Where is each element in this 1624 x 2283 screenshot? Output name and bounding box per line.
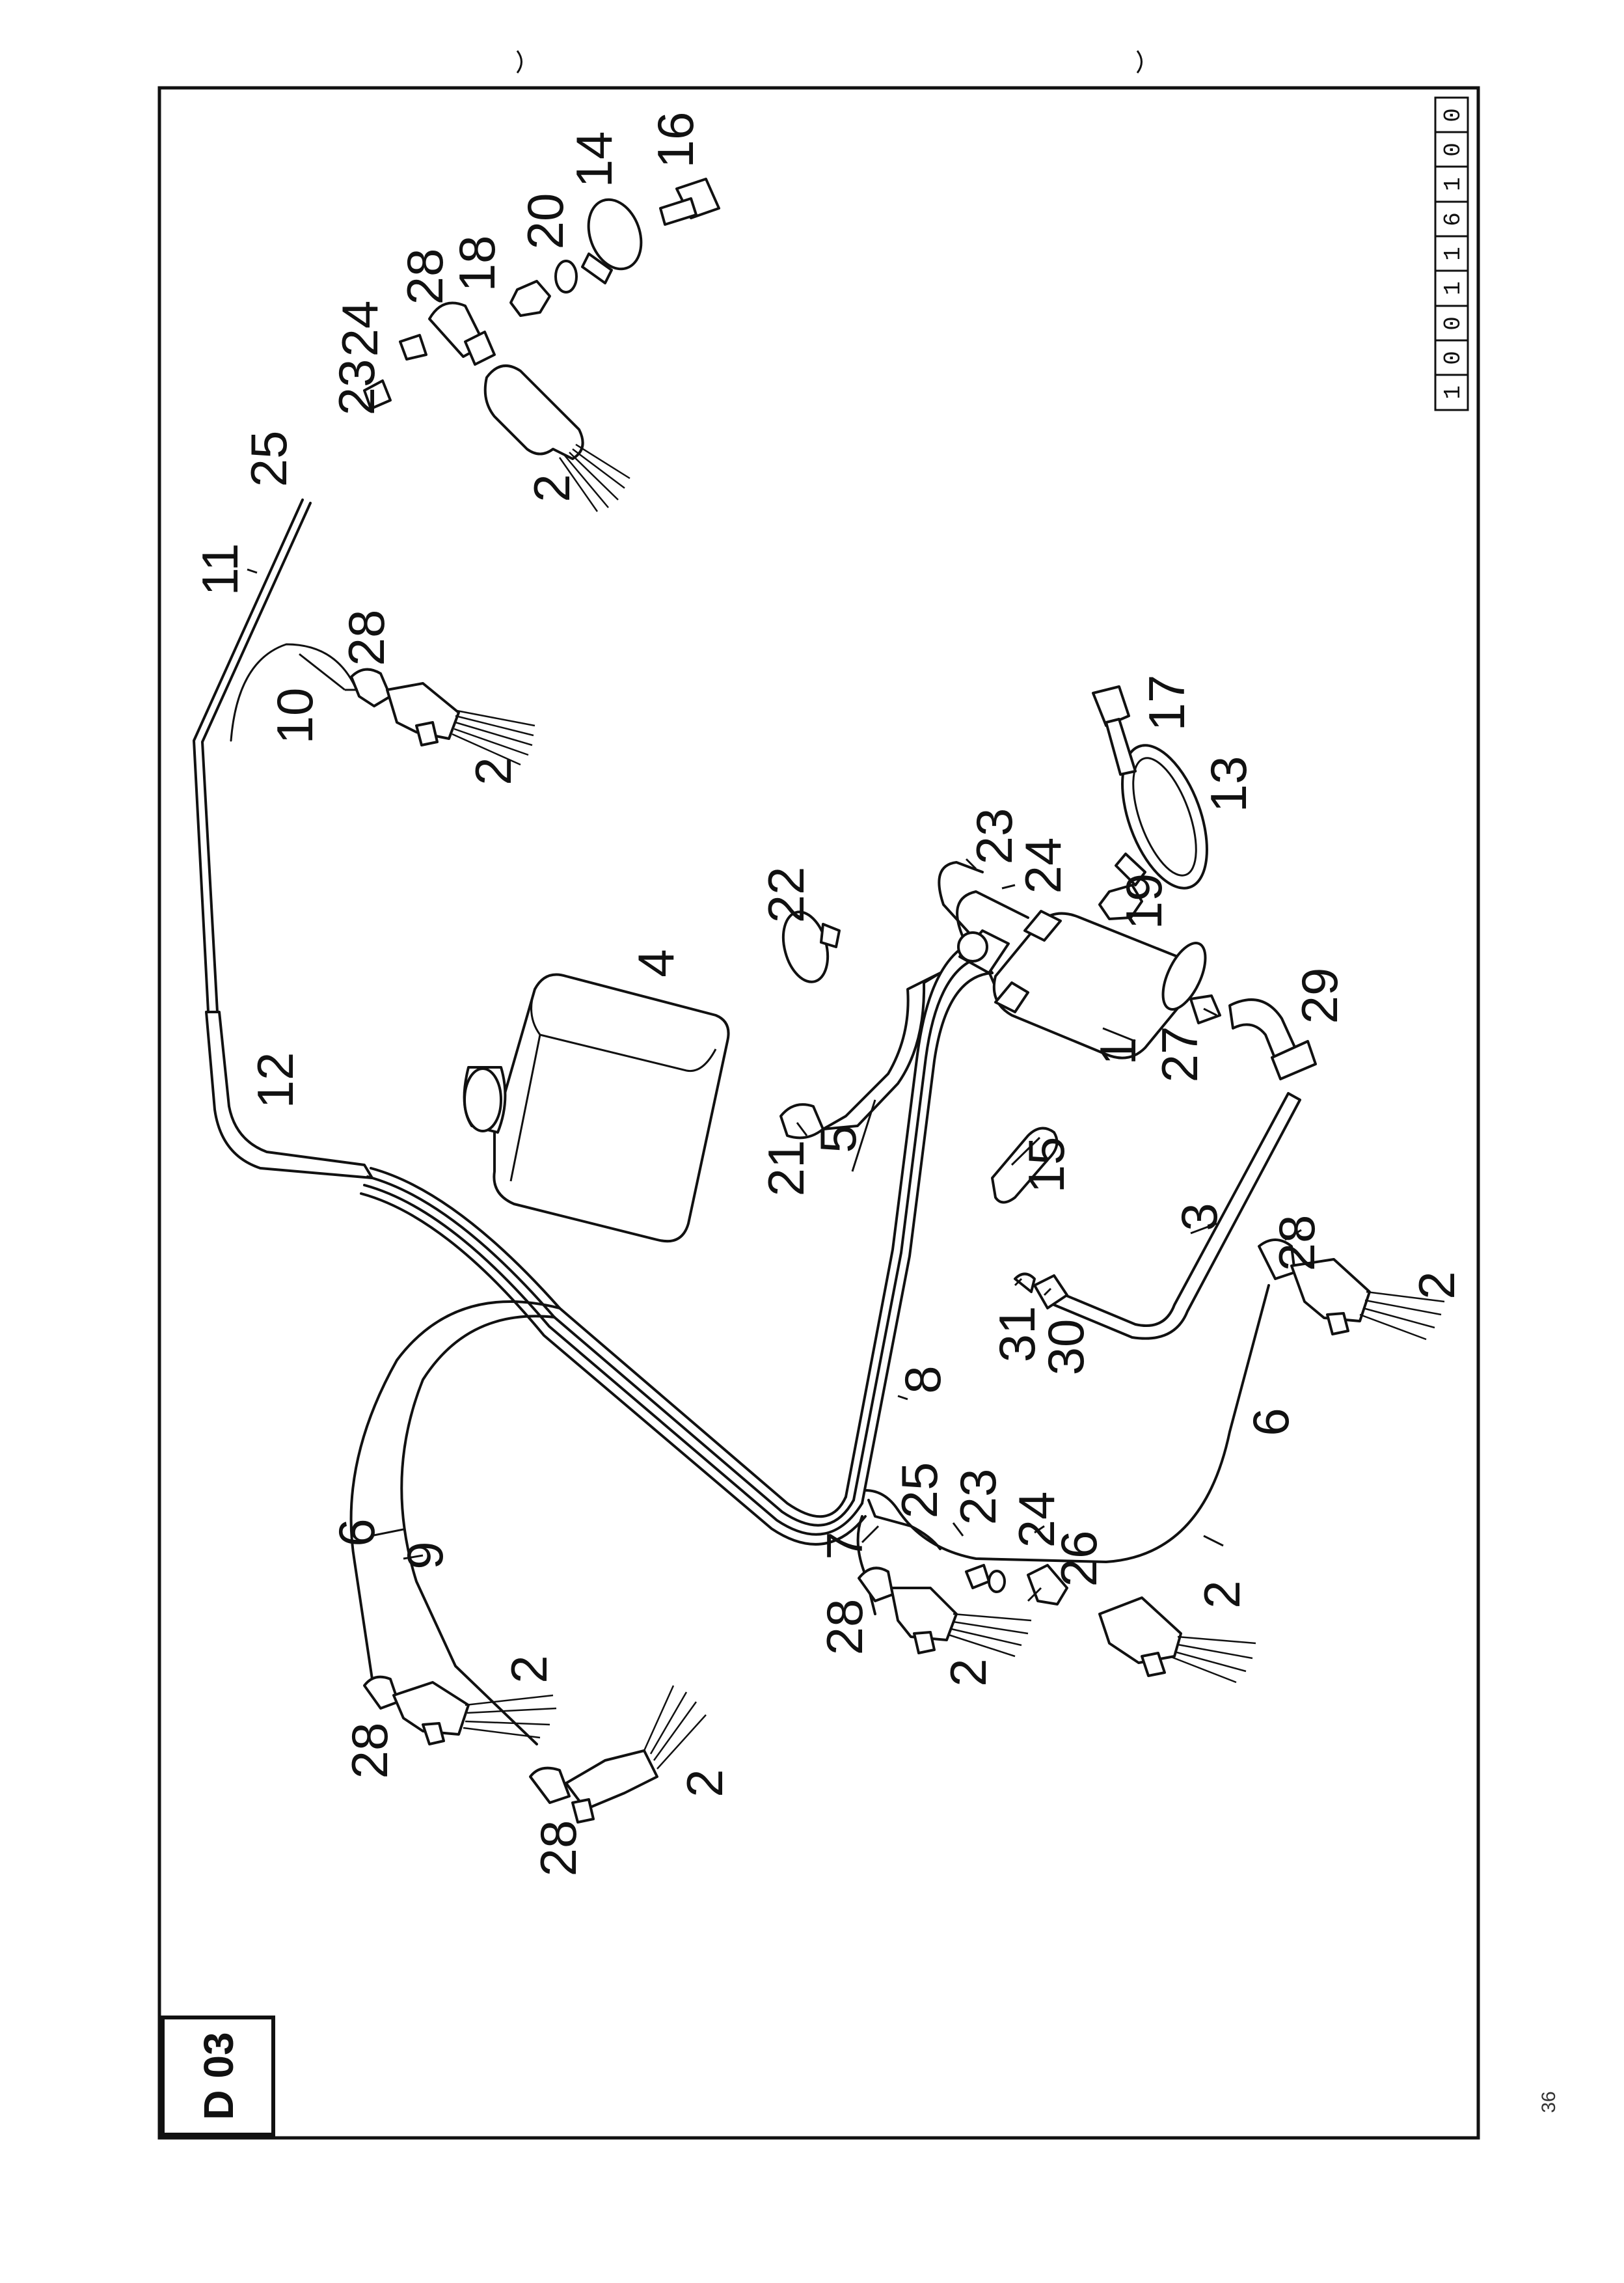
callout-2: 2 [940,1658,997,1686]
callout-23: 23 [949,1469,1007,1525]
diagram-frame [157,86,1480,2140]
clip-15 [991,1127,1059,1204]
callout-24: 24 [1008,1492,1065,1548]
hose-3 [1053,1092,1301,1340]
callout-18: 18 [448,236,506,292]
nozzle-right [1258,1238,1445,1341]
nozzle-lower-center [965,1564,1256,1684]
clamp-13 [1115,744,1208,890]
callout-1: 1 [1089,1037,1146,1065]
callout-28: 28 [816,1599,873,1656]
callout-10: 10 [266,688,323,745]
section-label-box: D 03 [161,2016,275,2137]
catalogue-digit: 0 [1440,316,1467,331]
bolt-16 [659,178,720,226]
callout-23: 23 [966,808,1023,865]
nut-18 [509,280,551,317]
callout-23: 23 [328,359,385,416]
callout-11: 11 [191,543,249,596]
callout-28: 28 [530,1820,587,1877]
callout-2: 2 [1408,1271,1465,1299]
callout-6: 6 [1242,1408,1299,1436]
callout-30: 30 [1037,1319,1094,1376]
callout-19: 19 [1115,873,1172,930]
callout-27: 27 [1151,1026,1208,1083]
elbow-29 [1228,998,1317,1080]
nozzle-top [483,364,630,512]
clamp-14 [581,198,643,284]
catalogue-digit: 0 [1440,351,1467,365]
fitting-30 [1014,1272,1068,1309]
nozzle-lower-left-b [529,1685,707,1824]
hose-6 [349,1300,561,1693]
callout-2: 2 [465,757,522,785]
catalogue-digit: 1 [1440,177,1467,191]
hose-25-lower [867,1499,941,1550]
callout-9: 9 [396,1541,453,1569]
callout-21: 21 [757,1140,815,1197]
callout-7: 7 [816,1531,873,1559]
callout-13: 13 [1200,756,1257,813]
nozzle-lower-left-a [363,1675,557,1745]
catalogue-digit: 0 [1440,143,1467,157]
hose-6-lower [864,1284,1270,1563]
nozzle-center-bottom [858,1566,1032,1658]
catalogue-digit: 0 [1440,108,1467,122]
reservoir [463,973,730,1243]
callout-16: 16 [647,112,704,169]
callout-28: 28 [1268,1215,1325,1272]
catalogue-number: 1 0 0 1 1 6 1 0 0 [1434,96,1469,411]
callout-3: 3 [1171,1203,1228,1231]
hose-5 [822,972,941,1130]
catalogue-digit: 1 [1440,281,1467,295]
callout-28: 28 [396,249,453,305]
clip-21 [779,1103,824,1140]
hose-bundle-main [360,1167,867,1546]
callout-25: 25 [891,1462,948,1519]
callout-2: 2 [676,1769,733,1797]
callout-5: 5 [809,1125,867,1153]
catalogue-digit: 1 [1440,247,1467,261]
callout-24: 24 [1014,838,1072,894]
callout-17: 17 [1138,675,1195,731]
margin-mark [516,50,522,74]
callout-8: 8 [894,1365,951,1393]
callout-24: 24 [331,301,388,357]
callout-22: 22 [757,867,815,923]
page-number: 36 [1538,2091,1560,2112]
connector-28-top [363,301,496,410]
hose-9 [400,1315,556,1745]
nut-19 [1098,884,1143,920]
callout-leaders [247,568,1302,1602]
callout-29: 29 [1291,968,1348,1024]
callout-2: 2 [500,1655,558,1683]
callout-2: 2 [1193,1580,1251,1608]
callout-28: 28 [338,610,395,666]
callout-4: 4 [627,949,684,977]
callout-20: 20 [517,193,574,250]
callout-14: 14 [565,131,623,188]
pump [957,910,1207,1059]
callout-numbers: 1 2 2 2 2 2 2 2 3 4 5 6 6 7 8 9 10 11 12… [191,112,1465,1877]
clamp-22 [781,910,841,983]
callout-12: 12 [247,1052,304,1109]
callout-31: 31 [988,1306,1046,1363]
catalogue-digit: 1 [1440,385,1467,400]
callout-2: 2 [523,474,580,502]
nozzle-mid-left [350,668,535,766]
callout-6: 6 [328,1518,385,1546]
callout-28: 28 [341,1723,398,1779]
bolt-17 [1092,685,1137,776]
callout-26: 26 [1050,1531,1107,1587]
callout-25: 25 [240,431,297,487]
catalogue-digit: 6 [1440,212,1467,226]
section-label: D 03 [195,2032,242,2120]
callout-15: 15 [1018,1137,1075,1194]
margin-mark [1136,50,1143,74]
washer-20 [554,260,578,294]
hose-11 [193,499,312,1013]
hose-10 [230,643,359,742]
